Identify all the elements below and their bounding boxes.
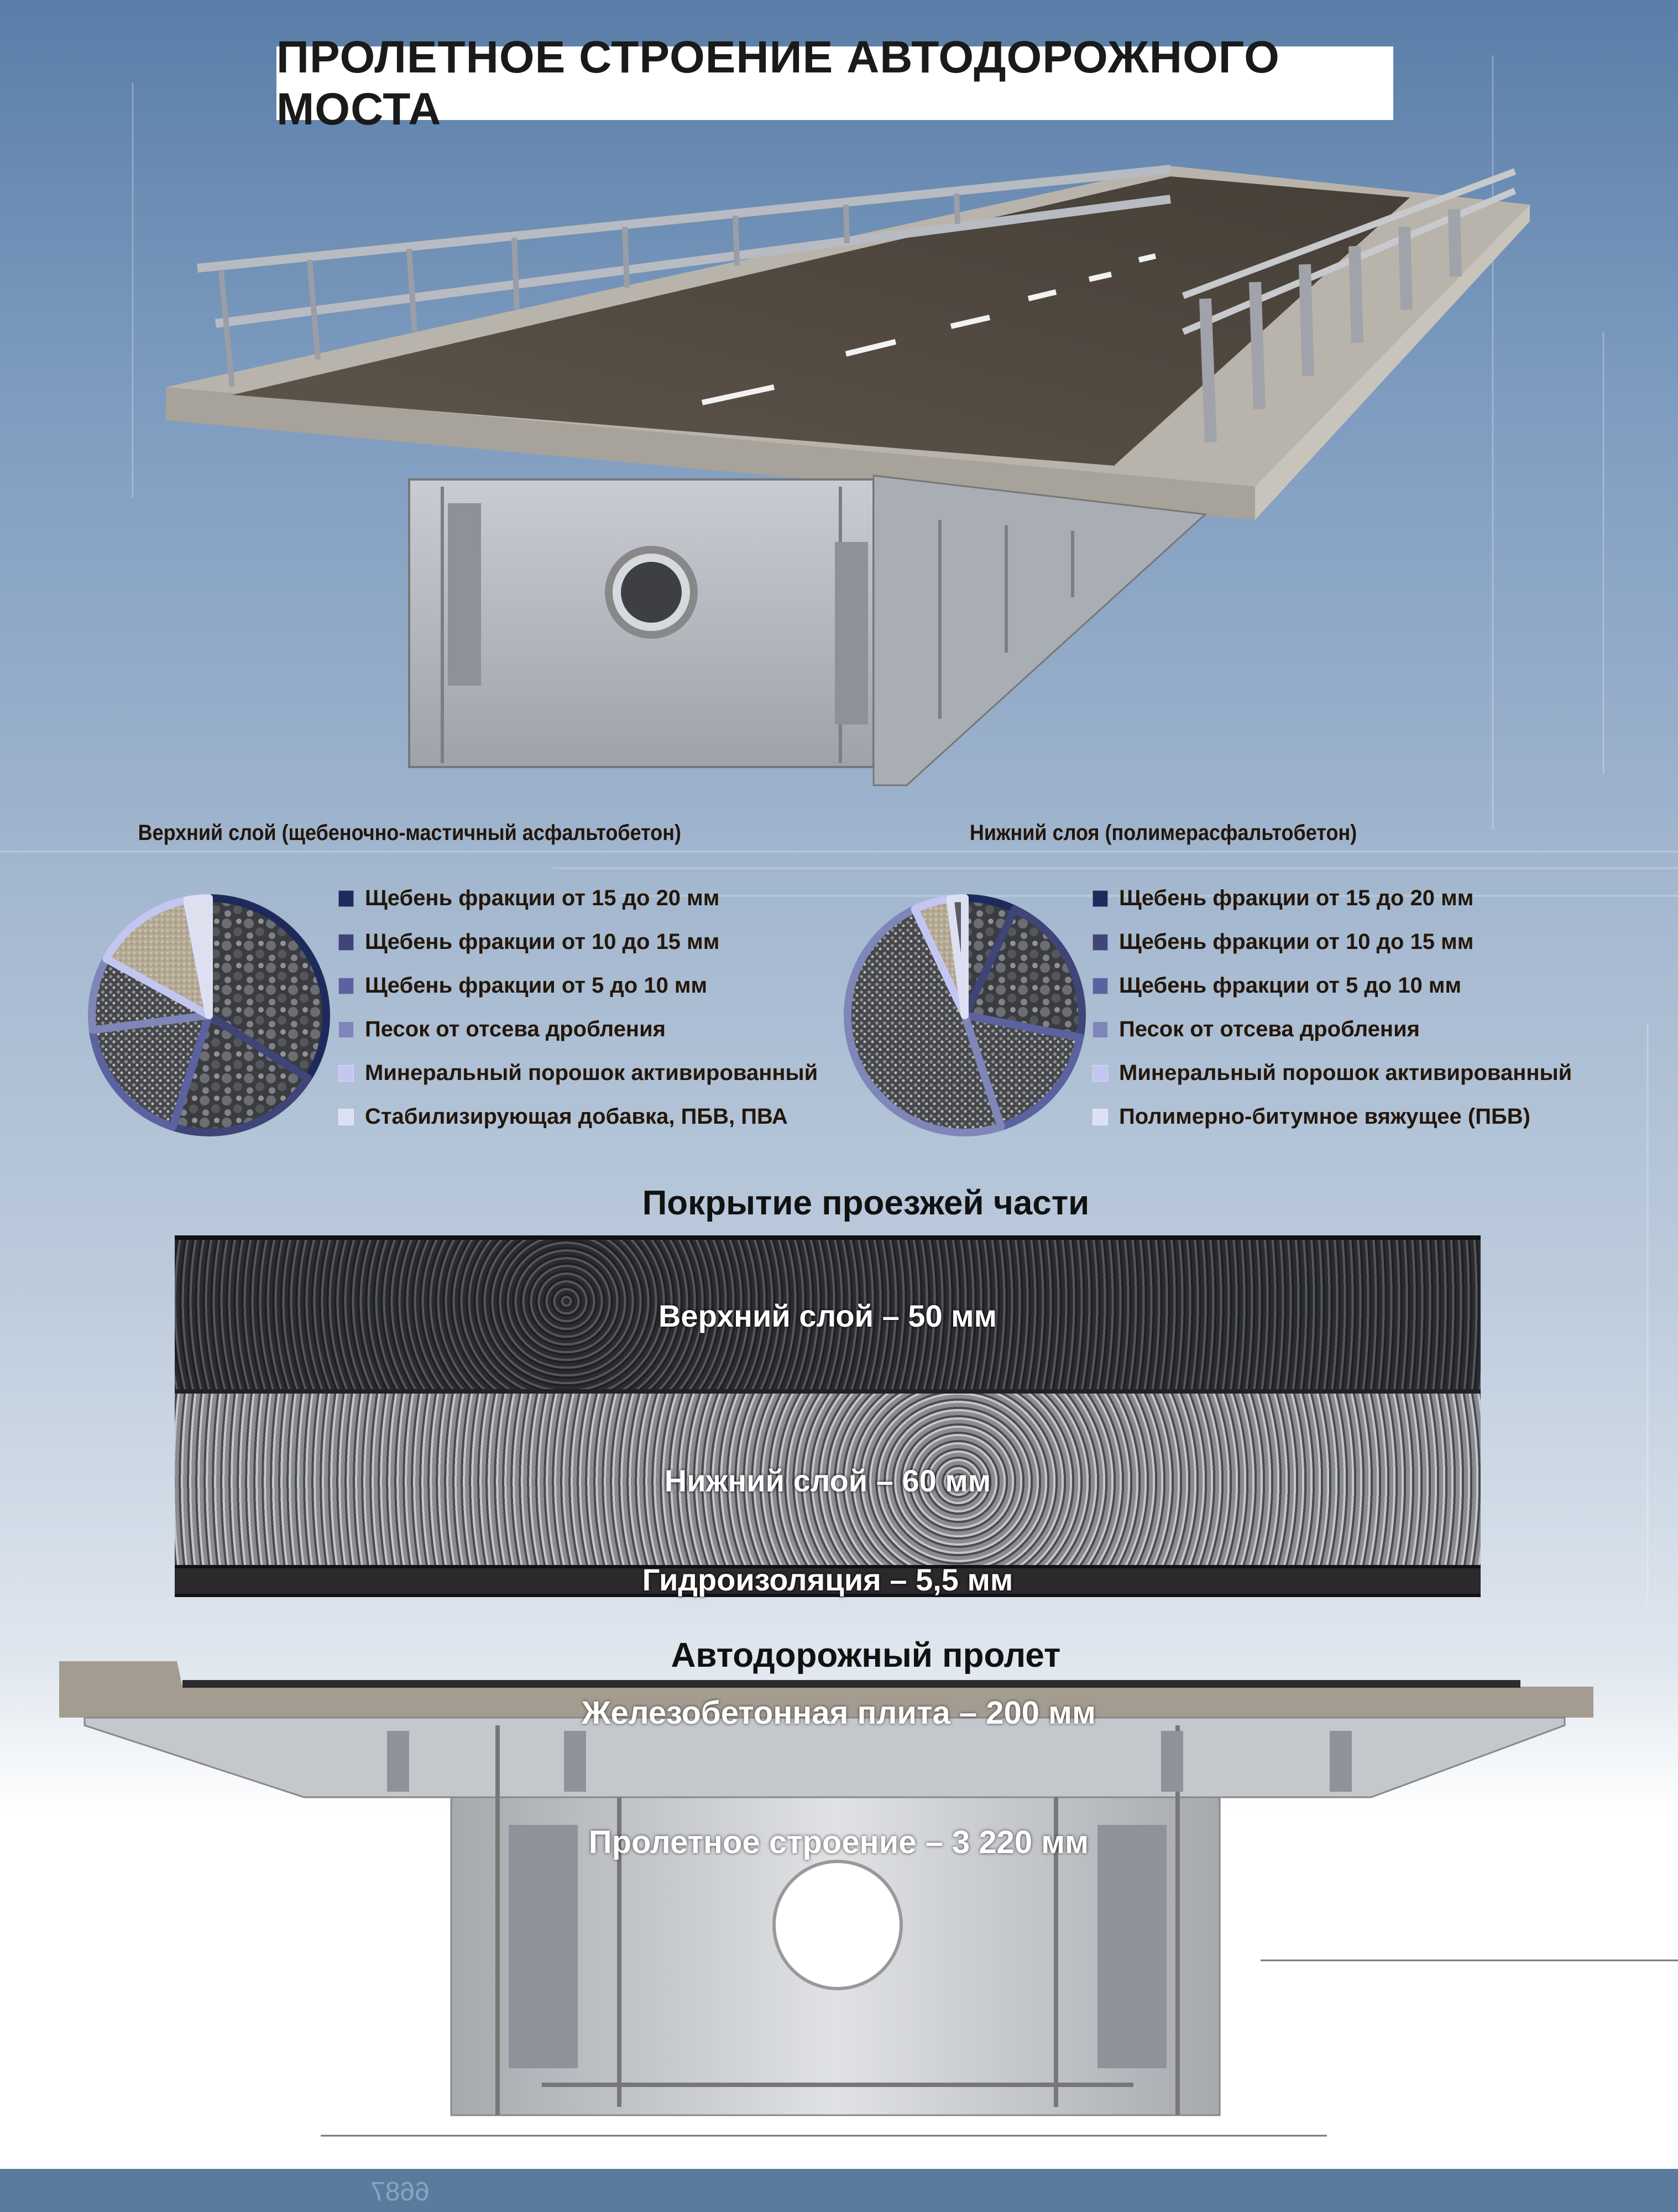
- legend-item: Щебень фракции от 15 до 20 мм: [1092, 877, 1572, 920]
- legend-item: Щебень фракции от 10 до 15 мм: [338, 920, 818, 964]
- pie-chart-bottom-layer: [843, 894, 1086, 1136]
- legend-swatch: [1092, 933, 1108, 951]
- legend-label: Полимерно-битумное вяжущее (ПБВ): [1119, 1104, 1530, 1129]
- layer-bottom-asphalt: Нижний слой – 60 мм: [175, 1389, 1481, 1569]
- legend-label: Щебень фракции от 5 до 10 мм: [365, 973, 708, 998]
- legend-swatch: [1092, 1021, 1108, 1038]
- legend-swatch: [338, 890, 354, 907]
- layer-bottom-label: Нижний слой – 60 мм: [664, 1463, 991, 1498]
- girder-label: Пролетное строение – 3 220 мм: [588, 1824, 1089, 1860]
- legend-item: Минеральный порошок активированный: [1092, 1051, 1572, 1095]
- legend-swatch: [1092, 1065, 1108, 1082]
- legend-item: Щебень фракции от 10 до 15 мм: [1092, 920, 1572, 964]
- layer-top-label: Верхний слой – 50 мм: [658, 1298, 997, 1333]
- legend-label: Стабилизирующая добавка, ПБВ, ПВА: [365, 1104, 788, 1129]
- legend-swatch: [338, 933, 354, 951]
- pie-title-top-layer: Верхний слой (щебеночно-мастичный асфаль…: [138, 821, 682, 845]
- pie-slice: [169, 1011, 312, 1136]
- pie-slice: [102, 896, 213, 1019]
- pie-title-bottom-layer: Нижний слоя (полимерасфальтобетон): [969, 821, 1357, 845]
- layer-waterproofing: Гидроизоляция – 5,5 мм: [175, 1562, 1481, 1597]
- legend-swatch: [338, 1065, 354, 1082]
- legend-item: Минеральный порошок активированный: [338, 1051, 818, 1095]
- legend-swatch: [338, 1108, 354, 1125]
- legend-swatch: [1092, 890, 1108, 907]
- pie-slice: [961, 905, 1086, 1041]
- legend-bottom-layer: Щебень фракции от 15 до 20 мм Щебень фрак…: [1092, 877, 1572, 1139]
- legend-label: Щебень фракции от 10 до 15 мм: [365, 930, 720, 954]
- footer-bar: 6687: [0, 2169, 1678, 2212]
- legend-label: Щебень фракции от 15 до 20 мм: [365, 886, 720, 910]
- pie-charts: [88, 894, 1086, 1136]
- legend-item: Стабилизирующая добавка, ПБВ, ПВА: [338, 1095, 818, 1139]
- legend-item: Щебень фракции от 15 до 20 мм: [338, 877, 818, 920]
- legend-label: Щебень фракции от 5 до 10 мм: [1119, 973, 1462, 998]
- legend-label: Щебень фракции от 10 до 15 мм: [1119, 930, 1474, 954]
- legend-label: Песок от отсева дробления: [1119, 1017, 1420, 1041]
- pie-slice: [843, 905, 1005, 1136]
- legend-swatch: [1092, 977, 1108, 994]
- legend-top-layer: Щебень фракции от 15 до 20 мм Щебень фрак…: [338, 877, 818, 1139]
- legend-item: Песок от отсева дробления: [1092, 1008, 1572, 1051]
- legend-item: Щебень фракции от 5 до 10 мм: [338, 964, 818, 1008]
- pie-slice: [88, 1011, 213, 1131]
- legend-swatch: [338, 977, 354, 994]
- legend-label: Щебень фракции от 15 до 20 мм: [1119, 886, 1474, 910]
- legend-item: Щебень фракции от 5 до 10 мм: [1092, 964, 1572, 1008]
- legend-item: Полимерно-битумное вяжущее (ПБВ): [1092, 1095, 1572, 1139]
- layer-waterproofing-label: Гидроизоляция – 5,5 мм: [642, 1562, 1013, 1597]
- span-heading: Автодорожный пролет: [671, 1636, 1061, 1674]
- layer-top-asphalt: Верхний слой – 50 мм: [175, 1235, 1481, 1394]
- legend-label: Песок от отсева дробления: [365, 1017, 666, 1041]
- footer-background-label: 6687: [370, 2177, 430, 2206]
- legend-label: Минеральный порошок активированный: [1119, 1061, 1572, 1085]
- pie-slice: [946, 894, 969, 1019]
- bridge-3d-illustration: [166, 165, 1530, 786]
- pie-chart-top-layer: [88, 894, 330, 1136]
- legend-label: Минеральный порошок активированный: [365, 1061, 818, 1085]
- slab-label: Железобетонная плита – 200 мм: [582, 1695, 1096, 1731]
- span-cross-section: [59, 1661, 1593, 2116]
- legend-swatch: [338, 1021, 354, 1038]
- legend-swatch: [1092, 1108, 1108, 1125]
- pie-slice: [183, 894, 213, 1019]
- pavement-heading: Покрытие проезжей части: [642, 1184, 1090, 1222]
- legend-item: Песок от отсева дробления: [338, 1008, 818, 1051]
